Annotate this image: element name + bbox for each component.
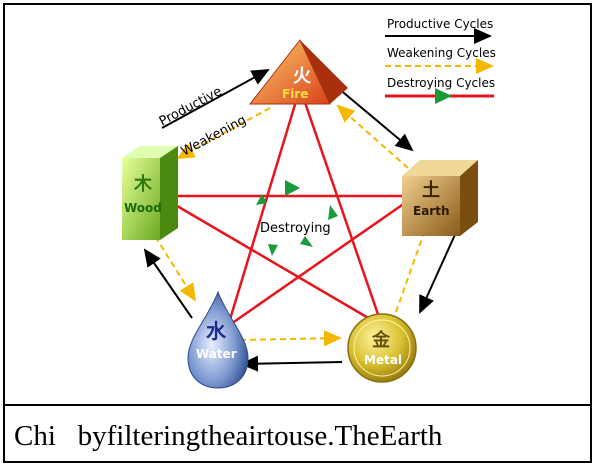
fire-glyph: 火 — [293, 66, 312, 87]
metal-glyph: 金 — [371, 329, 391, 351]
fire-element: 火 Fire — [248, 39, 348, 105]
wood-glyph: 木 — [133, 173, 153, 195]
legend-weakening-label: Weakening Cycles — [387, 46, 496, 60]
destroying-marker — [256, 194, 267, 205]
destroying-marker — [285, 180, 300, 196]
destroying-cycle: Destroying — [155, 83, 419, 330]
destroying-marker — [328, 205, 338, 220]
water-element: 水 Water — [187, 290, 249, 389]
productive-arrow-earth-metal — [419, 227, 459, 314]
legend-productive-label: Productive Cycles — [387, 17, 493, 31]
water-glyph: 水 — [206, 319, 227, 343]
productive-cycle-label: Productive — [157, 84, 225, 129]
caption-divider — [3, 404, 592, 406]
weakening-cycle-label: Weakening — [179, 113, 249, 160]
weakening-arrow-earth-fire — [336, 104, 409, 169]
legend: Productive Cycles Weakening Cycles Destr… — [385, 17, 496, 104]
productive-arrow-wood-fire — [161, 69, 270, 129]
wood-label: Wood — [124, 201, 162, 215]
productive-arrow-water-wood — [143, 248, 193, 319]
productive-arrow-fire-earth — [337, 87, 414, 152]
earth-element: 土 Earth — [402, 160, 478, 236]
water-label: Water — [196, 347, 237, 361]
destroying-marker — [300, 236, 313, 247]
metal-element: 金 Metal — [347, 313, 417, 383]
five-elements-diagram: Productive Cycles Weakening Cycles Destr… — [122, 17, 496, 389]
fire-label: Fire — [282, 87, 308, 101]
earth-label: Earth — [413, 204, 450, 218]
productive-arrow-metal-water — [240, 355, 343, 372]
metal-label: Metal — [364, 353, 402, 367]
legend-destroying-marker — [435, 88, 452, 104]
destroying-marker — [268, 244, 278, 256]
weakening-arrow-water-metal — [239, 330, 342, 347]
caption-text: Chi byfilteringtheairtouse.TheEarth — [14, 420, 443, 452]
wood-element: 木 Wood — [122, 146, 178, 240]
destroying-star — [155, 83, 419, 330]
earth-glyph: 土 — [422, 180, 440, 201]
destroying-cycle-label: Destroying — [260, 221, 331, 236]
weakening-arrow-fire-wood — [176, 107, 271, 159]
legend-destroying-label: Destroying Cycles — [387, 76, 495, 90]
